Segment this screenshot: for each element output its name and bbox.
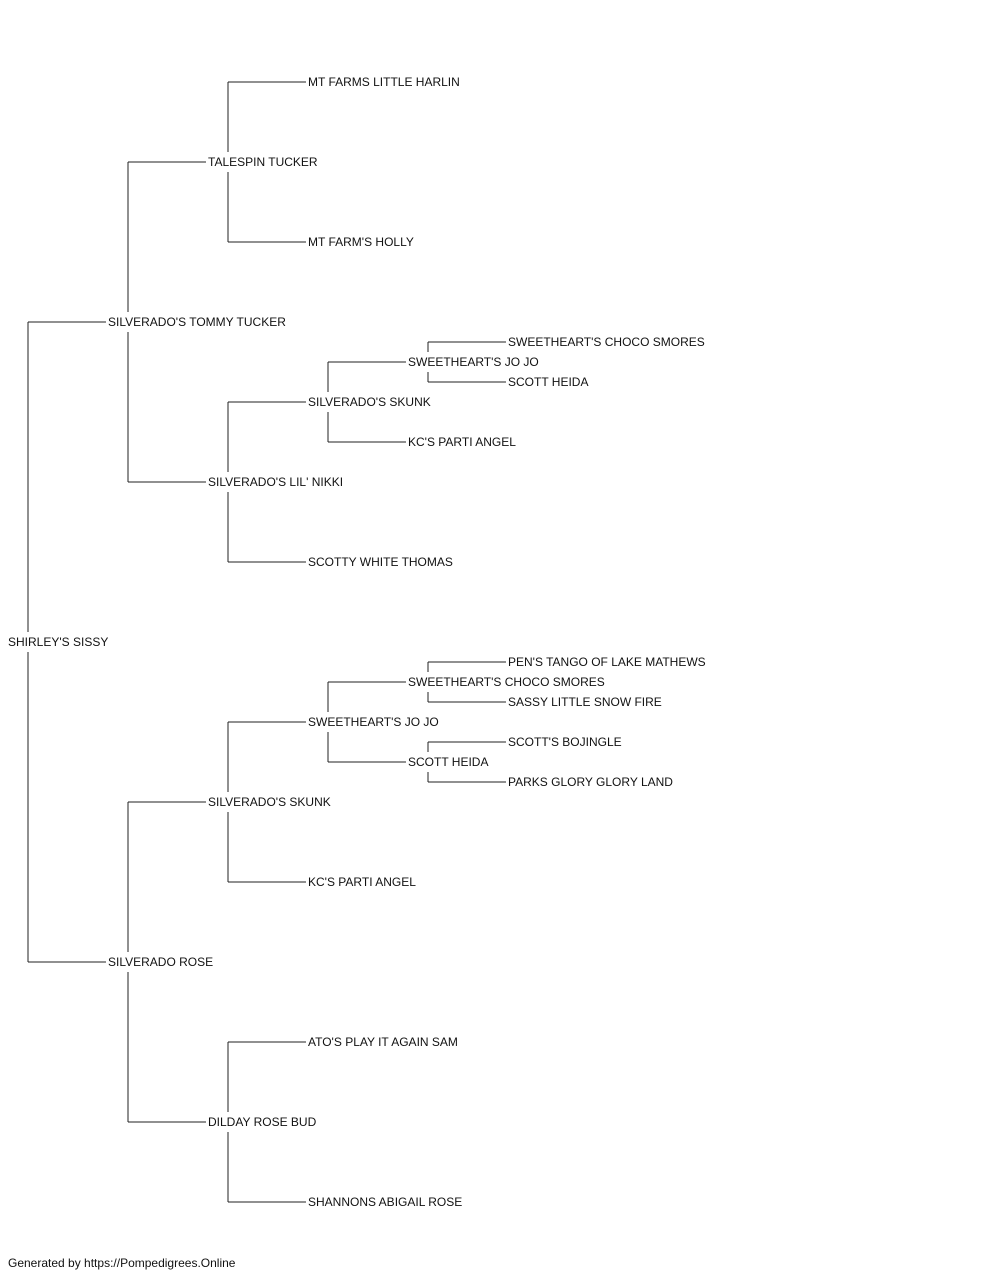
- pedigree-name-kc-s-parti-angel: KC'S PARTI ANGEL: [408, 435, 516, 449]
- pedigree-name-silverado-s-tommy-tucker: SILVERADO'S TOMMY TUCKER: [108, 315, 286, 329]
- pedigree-name-silverado-rose: SILVERADO ROSE: [108, 955, 213, 969]
- pedigree-name-mt-farm-s-holly: MT FARM'S HOLLY: [308, 235, 414, 249]
- pedigree-name-scott-heida: SCOTT HEIDA: [408, 755, 488, 769]
- pedigree-name-scott-heida: SCOTT HEIDA: [508, 375, 588, 389]
- pedigree-name-mt-farms-little-harlin: MT FARMS LITTLE HARLIN: [308, 75, 460, 89]
- pedigree-name-sweetheart-s-jo-jo: SWEETHEART'S JO JO: [308, 715, 439, 729]
- pedigree-name-ato-s-play-it-again-sam: ATO'S PLAY IT AGAIN SAM: [308, 1035, 458, 1049]
- pedigree-name-kc-s-parti-angel: KC'S PARTI ANGEL: [308, 875, 416, 889]
- pedigree-name-sweetheart-s-jo-jo: SWEETHEART'S JO JO: [408, 355, 539, 369]
- pedigree-name-sweetheart-s-choco-smores: SWEETHEART'S CHOCO SMORES: [408, 675, 605, 689]
- footer-credit: Generated by https://Pompedigrees.Online: [8, 1256, 236, 1270]
- pedigree-name-scott-s-bojingle: SCOTT'S BOJINGLE: [508, 735, 622, 749]
- pedigree-name-parks-glory-glory-land: PARKS GLORY GLORY LAND: [508, 775, 673, 789]
- pedigree-name-shannons-abigail-rose: SHANNONS ABIGAIL ROSE: [308, 1195, 462, 1209]
- pedigree-name-silverado-s-skunk: SILVERADO'S SKUNK: [208, 795, 331, 809]
- pedigree-name-sweetheart-s-choco-smores: SWEETHEART'S CHOCO SMORES: [508, 335, 705, 349]
- pedigree-name-silverado-s-lil-nikki: SILVERADO'S LIL' NIKKI: [208, 475, 343, 489]
- pedigree-name-sassy-little-snow-fire: SASSY LITTLE SNOW FIRE: [508, 695, 662, 709]
- pedigree-tree: SHIRLEY'S SISSY SILVERADO'S TOMMY TUCKER T…: [8, 75, 706, 1209]
- pedigree-name-dilday-rose-bud: DILDAY ROSE BUD: [208, 1115, 317, 1129]
- pedigree-name-talespin-tucker: TALESPIN TUCKER: [208, 155, 318, 169]
- pedigree-name-silverado-s-skunk: SILVERADO'S SKUNK: [308, 395, 431, 409]
- pedigree-name-pen-s-tango-of-lake-mathews: PEN'S TANGO OF LAKE MATHEWS: [508, 655, 706, 669]
- pedigree-name-shirley-s-sissy: SHIRLEY'S SISSY: [8, 635, 108, 649]
- pedigree-name-scotty-white-thomas: SCOTTY WHITE THOMAS: [308, 555, 453, 569]
